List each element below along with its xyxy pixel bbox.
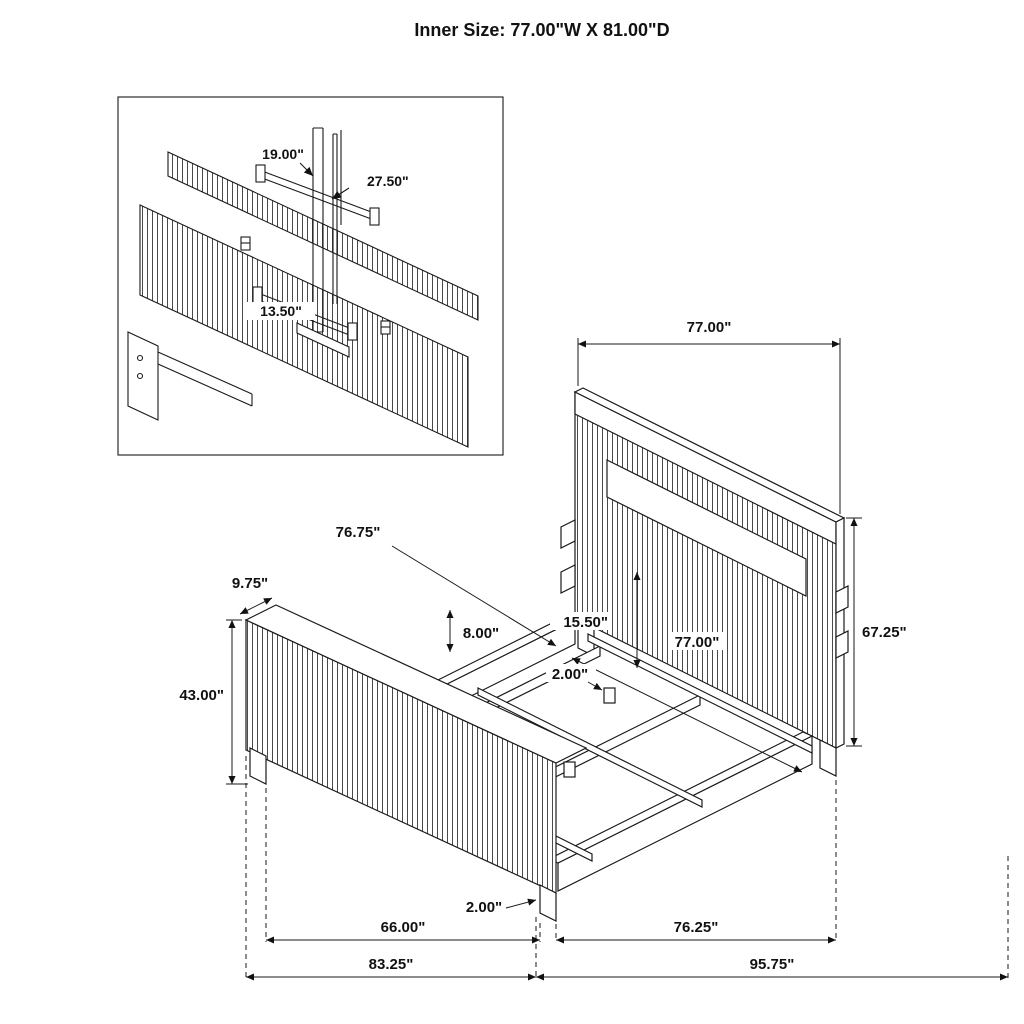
dimension-annotations: 77.00" 67.25" 43.00" 9.75" 76.75" — [179, 319, 1009, 981]
dim-overall-depth: 95.75" — [536, 956, 1008, 981]
detail-inset: 19.00" 27.50" 13.50" — [117, 96, 504, 456]
inset-center-post — [296, 127, 350, 358]
dim-rail-span: 76.25" — [556, 919, 836, 944]
right-rail-outer-face — [557, 735, 813, 892]
headboard-right-leg — [819, 739, 837, 777]
inset-lower-bracket-length-label: 13.50" — [260, 303, 302, 319]
dim-footboard-span-label: 66.00" — [381, 919, 426, 936]
dim-headboard-clearance-label: 15.50" — [563, 614, 608, 631]
slat-foot-4 — [603, 687, 616, 704]
dim-footboard-height: 43.00" — [179, 619, 248, 785]
headboard-light-panel — [606, 459, 807, 597]
dim-footboard-thickness-label: 9.75" — [232, 575, 268, 592]
inset-post-length-label: 27.50" — [367, 173, 409, 189]
dim-headboard-height-label: 67.25" — [862, 624, 907, 641]
footboard-left-leg — [249, 747, 267, 785]
bed-frame-drawing — [244, 387, 849, 922]
headboard-right-tab-lower — [835, 630, 849, 659]
dim-inner-length: 76.75" — [326, 522, 557, 647]
inset-labels: 19.00" 27.50" 13.50" — [247, 146, 409, 320]
inset-bracket-length-label: 19.00" — [262, 146, 304, 162]
dim-footboard-span: 66.00" — [266, 919, 540, 944]
dim-footboard-thickness: 9.75" — [232, 575, 273, 615]
dim-slat-foot-height: 2.00" — [546, 664, 603, 691]
dim-headboard-clearance: 15.50" — [550, 572, 641, 668]
dim-rail-span-label: 76.25" — [674, 919, 719, 936]
dim-footboard-height-label: 43.00" — [179, 687, 224, 704]
footboard-right-leg — [539, 884, 557, 922]
headboard-side-face — [835, 517, 845, 749]
inner-size-title: Inner Size: 77.00"W X 81.00"D — [414, 20, 669, 40]
dim-headboard-width-label: 77.00" — [687, 319, 732, 336]
page-title: Inner Size: 77.00"W X 81.00"D — [414, 20, 669, 40]
dim-rail-height: 8.00" — [446, 610, 506, 652]
inset-clips — [240, 236, 391, 335]
headboard-right-tab-upper — [835, 585, 849, 614]
dim-inner-length-label: 76.75" — [336, 524, 381, 541]
dim-overall-width-label: 83.25" — [369, 956, 414, 973]
headboard-left-tab-upper — [560, 519, 576, 549]
dim-leg-height: 2.00" — [466, 898, 537, 916]
dim-headboard-width: 77.00" — [577, 319, 841, 514]
dim-inner-width-label: 77.00" — [675, 634, 720, 651]
dim-headboard-height: 67.25" — [846, 517, 907, 747]
dim-slat-foot-height-label: 2.00" — [552, 666, 588, 683]
dim-leg-height-label: 2.00" — [466, 899, 502, 916]
headboard — [560, 387, 849, 777]
inset-post-foot — [296, 322, 350, 358]
dim-rail-height-label: 8.00" — [463, 625, 499, 642]
dim-overall-depth-label: 95.75" — [750, 956, 795, 973]
dim-inner-width: 77.00" — [571, 632, 803, 773]
headboard-left-tab-lower — [560, 564, 576, 594]
extension-lines — [245, 756, 1009, 980]
inset-frame-corner — [127, 331, 253, 421]
inset-upper-bracket — [255, 164, 380, 226]
dim-overall-width: 83.25" — [246, 956, 536, 981]
slat-foot-3 — [563, 761, 576, 778]
